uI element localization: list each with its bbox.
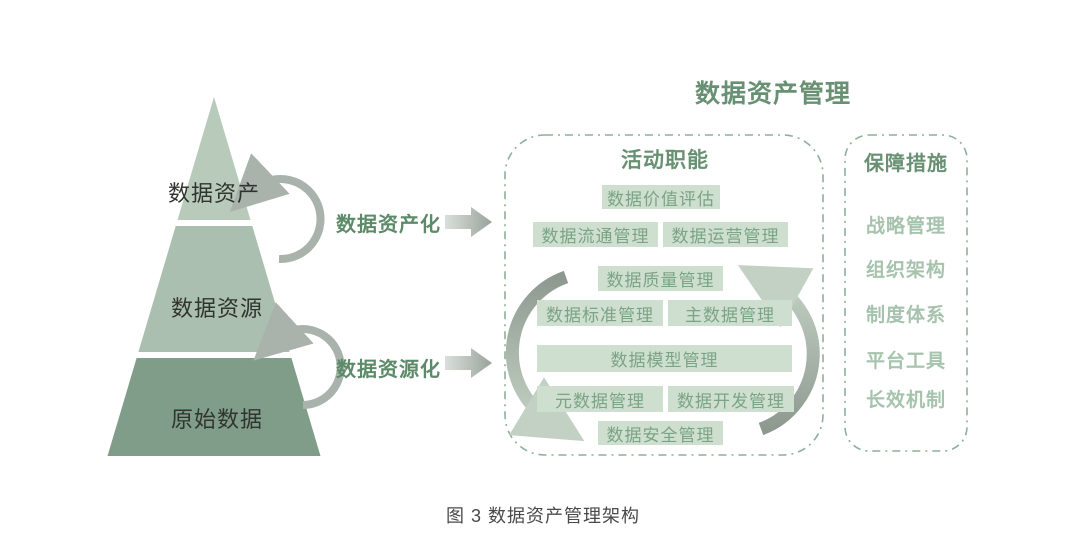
safeguards-panel-header: 保障措施	[864, 153, 948, 175]
function-box-metadata: 元数据管理	[537, 386, 663, 412]
functions-panel-border	[504, 134, 824, 456]
diagram-title: 数据资产管理	[694, 80, 851, 108]
safeguards-panel-border	[844, 134, 968, 452]
pyramid-level-bottom	[107, 358, 321, 456]
function-box-security: 数据安全管理	[598, 421, 723, 445]
pyramid-label-raw-data: 原始数据	[171, 407, 264, 432]
function-box-development: 数据开发管理	[668, 386, 794, 412]
safeguard-item-platform-tools: 平台工具	[865, 351, 946, 372]
block-arrow-resourcization-icon	[445, 348, 492, 378]
safeguard-item-strategy: 战略管理	[865, 216, 946, 237]
pyramid-level-middle	[138, 226, 290, 352]
function-box-operation: 数据运营管理	[663, 222, 788, 247]
safeguard-item-long-term-mechanism: 长效机制	[865, 390, 946, 411]
pyramid-label-data-resource: 数据资源	[171, 296, 264, 321]
cycle-arrow-resource-icon	[253, 302, 345, 409]
safeguard-item-institution: 制度体系	[865, 305, 946, 326]
pyramid-label-data-asset: 数据资产	[168, 181, 261, 206]
functions-panel-header: 活动职能	[621, 149, 709, 172]
function-box-standard: 数据标准管理	[537, 300, 663, 326]
cycle-flow-left-arrow-icon	[505, 270, 585, 442]
block-arrow-assetization-icon	[445, 207, 492, 237]
label-data-assetization: 数据资产化	[336, 214, 441, 236]
safeguard-item-organization: 组织架构	[865, 260, 946, 281]
function-box-circulation: 数据流通管理	[533, 222, 658, 247]
function-box-model: 数据模型管理	[537, 345, 792, 372]
function-box-quality: 数据质量管理	[598, 266, 723, 291]
figure-caption: 图 3 数据资产管理架构	[445, 506, 640, 526]
label-data-resourcization: 数据资源化	[336, 359, 441, 381]
function-box-value-eval: 数据价值评估	[602, 185, 720, 209]
cycle-flow-right-arrow-icon	[737, 265, 820, 436]
cycle-arrow-asset-icon	[229, 153, 325, 264]
function-box-master-data: 主数据管理	[668, 300, 792, 326]
